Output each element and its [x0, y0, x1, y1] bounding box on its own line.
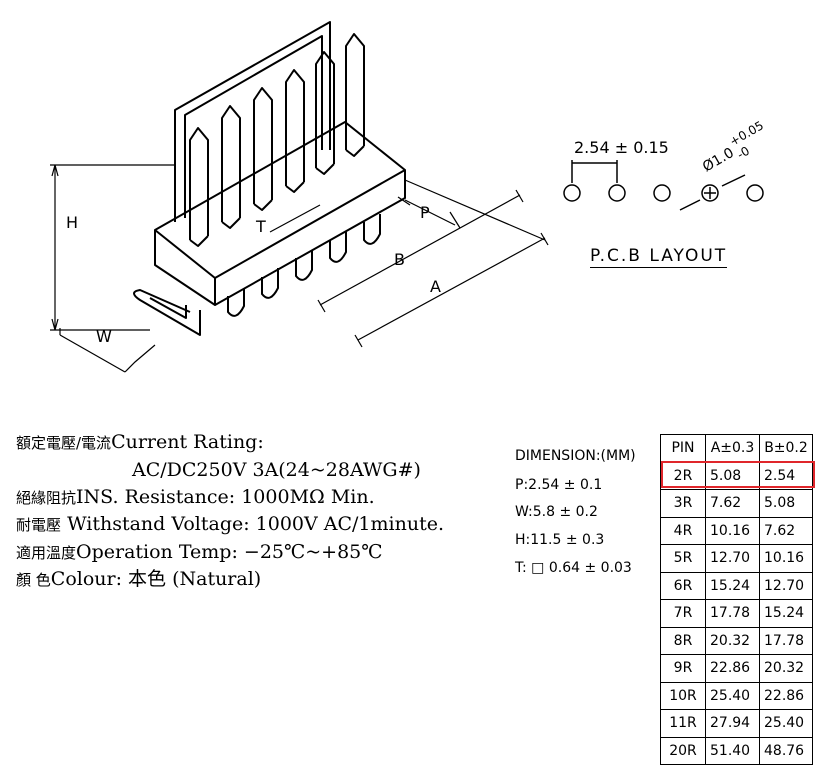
header-b: B±0.2	[759, 434, 813, 463]
spec-current-value: AC/DC250V 3A(24~28AWG#)	[132, 458, 421, 482]
spec-cn: 絕緣阻抗	[16, 489, 77, 507]
pcb-hole-dia: Ø1.0	[700, 145, 737, 176]
connector-drawing: H W T P B A 2.54 ± 0.15 Ø1.0 +0.05 -0	[50, 21, 766, 373]
cell-pin: 6R	[660, 571, 706, 600]
cell-pin: 5R	[660, 544, 706, 573]
cell-a: 20.32	[705, 626, 760, 655]
pcb-pitch: 2.54 ± 0.15	[574, 138, 669, 157]
label-t: T	[255, 217, 266, 236]
label-b: B	[394, 250, 405, 269]
cell-a: 15.24	[705, 571, 760, 600]
cell-pin: 3R	[660, 489, 706, 518]
pcb-layout-title: P.C.B LAYOUT	[590, 246, 728, 268]
spec-en: Withstand Voltage: 1000V AC/1minute.	[67, 513, 445, 535]
spec-ins-resistance: 絕緣阻抗INS. Resistance: 1000MΩ Min.	[16, 485, 375, 510]
header-pin: PIN	[660, 434, 706, 463]
spec-en: Operation Temp: −25℃~+85℃	[76, 541, 383, 563]
cell-b: 7.62	[759, 516, 813, 545]
spec-en: AC/DC250V 3A(24~28AWG#)	[132, 459, 421, 481]
cell-b: 17.78	[759, 626, 813, 655]
cell-b: 5.08	[759, 489, 813, 518]
cell-b: 22.86	[759, 681, 813, 710]
cell-b: 25.40	[759, 709, 813, 738]
label-h: H	[66, 213, 78, 232]
cell-b: 10.16	[759, 544, 813, 573]
pcb-hole	[653, 184, 671, 202]
cell-b: 20.32	[759, 654, 813, 683]
pcb-hole	[701, 184, 719, 202]
cell-b: 15.24	[759, 599, 813, 628]
pcb-hole-tol-plus: +0.05	[727, 118, 766, 149]
spec-cn: 適用溫度	[16, 544, 77, 562]
pcb-hole	[608, 184, 626, 202]
cell-b: 12.70	[759, 571, 813, 600]
spec-en: INS. Resistance: 1000MΩ Min.	[76, 486, 375, 508]
spec-en: Current Rating:	[111, 431, 264, 453]
header-a: A±0.3	[705, 434, 760, 463]
spec-cn: 顏 色	[16, 571, 51, 589]
label-p: P	[420, 203, 430, 222]
dimension-w: W:5.8 ± 0.2	[515, 504, 598, 520]
cell-pin: 7R	[660, 599, 706, 628]
cell-b: 2.54	[759, 461, 813, 490]
cell-a: 12.70	[705, 544, 760, 573]
cell-a: 5.08	[705, 461, 760, 490]
pcb-hole	[563, 184, 581, 202]
spec-withstand-voltage: 耐電壓 Withstand Voltage: 1000V AC/1minute.	[16, 512, 444, 537]
dimension-title: DIMENSION:(MM)	[515, 448, 636, 464]
cell-pin: 20R	[660, 736, 706, 765]
cell-a: 22.86	[705, 654, 760, 683]
spec-cn: 耐電壓	[16, 516, 62, 534]
label-a: A	[430, 277, 441, 296]
dimension-t: T: □ 0.64 ± 0.03	[515, 560, 632, 576]
dimension-h: H:11.5 ± 0.3	[515, 532, 605, 548]
table-header-row: PIN A±0.3 B±0.2	[660, 434, 813, 463]
label-w: W	[96, 327, 112, 346]
cell-b: 48.76	[759, 736, 813, 765]
pcb-hole	[746, 184, 764, 202]
cell-pin: 10R	[660, 681, 706, 710]
cell-pin: 8R	[660, 626, 706, 655]
cell-a: 7.62	[705, 489, 760, 518]
cell-a: 10.16	[705, 516, 760, 545]
cell-pin: 9R	[660, 654, 706, 683]
spec-operation-temp: 適用溫度Operation Temp: −25℃~+85℃	[16, 540, 383, 565]
cell-a: 27.94	[705, 709, 760, 738]
spec-colour: 顏 色Colour: 本色 (Natural)	[16, 567, 261, 592]
spec-current-rating: 額定電壓/電流Current Rating:	[16, 430, 264, 455]
row-highlight-box	[661, 461, 815, 488]
cell-a: 25.40	[705, 681, 760, 710]
spec-cn: 額定電壓/電流	[16, 434, 112, 452]
cell-pin: 11R	[660, 709, 706, 738]
cell-a: 17.78	[705, 599, 760, 628]
cell-pin: 4R	[660, 516, 706, 545]
cell-a: 51.40	[705, 736, 760, 765]
spec-en: Colour: 本色 (Natural)	[50, 568, 262, 590]
dimension-p: P:2.54 ± 0.1	[515, 477, 603, 493]
